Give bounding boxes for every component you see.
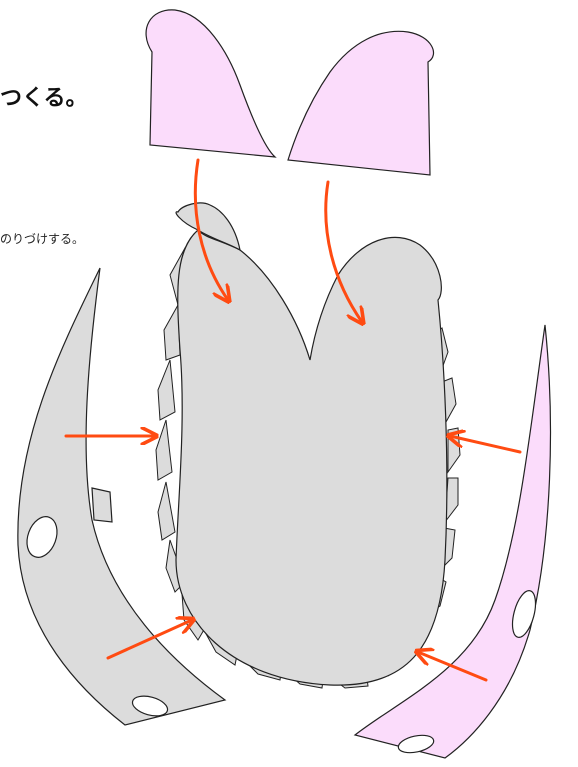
right-band-hole — [511, 590, 537, 638]
left-side-band — [17, 267, 227, 726]
right-side-band — [353, 324, 552, 759]
arrow-right-upper — [450, 436, 522, 454]
arrow-right-ear — [324, 180, 362, 322]
head-left-ear-bump — [175, 202, 241, 252]
left-band-tab — [91, 487, 113, 523]
right-band-end-hole — [397, 734, 435, 754]
right-ear-piece — [287, 30, 434, 176]
left-ear-piece — [145, 9, 277, 158]
arrow-left-lower — [106, 620, 192, 660]
head-body-piece — [175, 229, 448, 686]
arrow-right-lower — [418, 652, 488, 682]
arrow-left-ear — [193, 158, 228, 300]
step-heading: つくる。 — [0, 86, 88, 111]
left-band-end-hole — [131, 695, 169, 717]
instruction-text: のりづけする。 — [0, 232, 85, 246]
assembly-arrows — [64, 158, 522, 682]
left-band-hole — [26, 516, 58, 558]
